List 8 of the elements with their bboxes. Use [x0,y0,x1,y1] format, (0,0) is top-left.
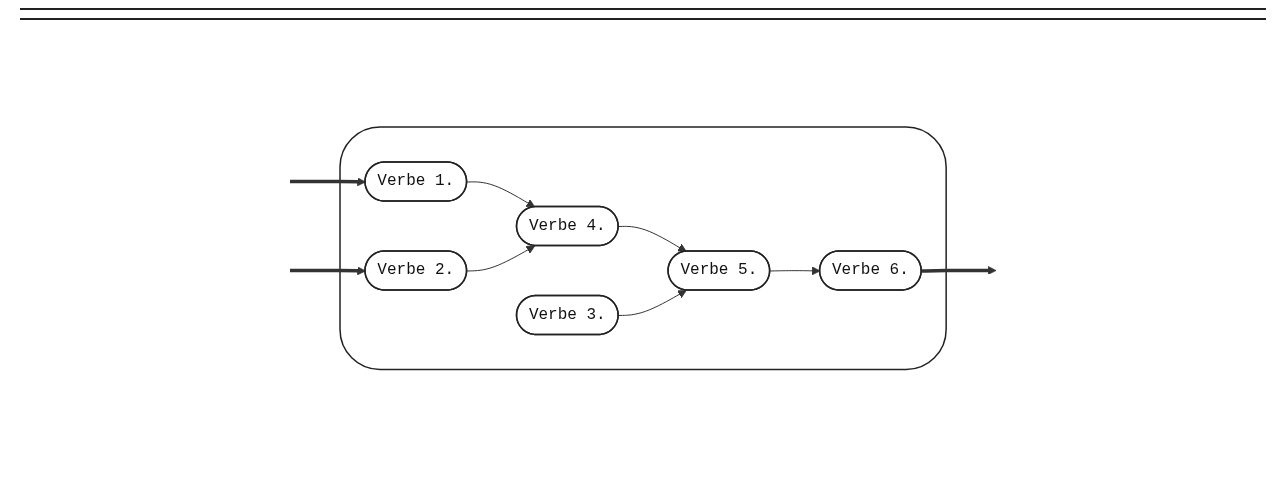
cluster [339,126,947,370]
arrow [466,181,536,208]
arrow [618,225,687,252]
arrow [289,177,366,186]
arrow [921,265,997,275]
arrow [289,266,366,275]
arrow [466,245,536,272]
arrow [618,289,687,316]
